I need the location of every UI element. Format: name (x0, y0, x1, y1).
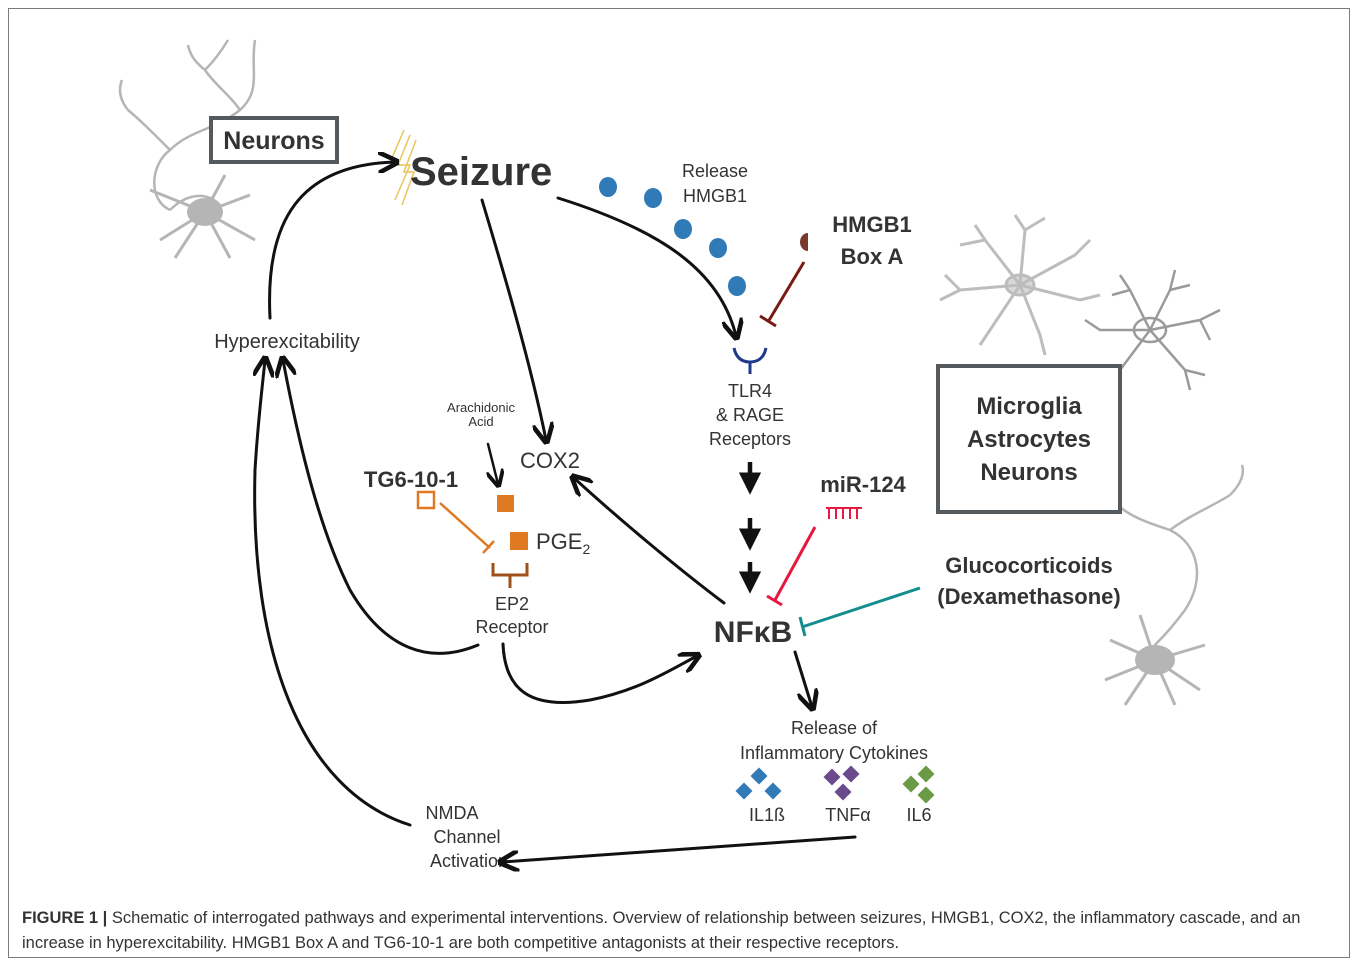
tnfa-diamonds-icon (823, 765, 860, 801)
cox2-label: COX2 (520, 448, 580, 473)
arrow-nmda-to-hyperexcitability (255, 360, 412, 827)
figure-caption: FIGURE 1 | Schematic of interrogated pat… (22, 906, 1322, 956)
neurons-box (209, 116, 339, 164)
tnfa-label: TNFα (825, 805, 870, 825)
pathway-diagram: Neurons Microglia Astrocytes Neurons Sei… (118, 39, 1245, 900)
arrow-seizure-to-tlr4 (556, 196, 736, 336)
release-hmgb1-label-line1: Release (682, 161, 748, 181)
glucocorticoids-label-line1: Glucocorticoids (945, 553, 1112, 578)
mir-124-comb-icon (826, 507, 862, 519)
hmgb1-molecules (599, 177, 746, 296)
hmgb1-dot (674, 219, 692, 239)
cell-type-astrocytes: Astrocytes (967, 426, 1091, 453)
mir-124-label: miR-124 (820, 472, 906, 497)
neuron-top-left-illustration (118, 39, 257, 212)
figure-caption-label: FIGURE 1 | (22, 909, 108, 927)
cell-type-microglia: Microglia (976, 393, 1082, 420)
arrow-hyperexcitability-to-seizure (268, 162, 395, 320)
il6-label: IL6 (906, 805, 931, 825)
arrow-ep2-to-hyperexcitability (283, 360, 480, 655)
pge2-square-icon (497, 495, 514, 512)
ep2-label-line1: EP2 (495, 594, 529, 614)
tg6-antagonist-square-icon (416, 490, 436, 510)
mir-124-inhibition-bar (766, 594, 783, 607)
cytokines-label-line2: Inflammatory Cytokines (740, 743, 928, 763)
release-hmgb1-label-line2: HMGB1 (683, 186, 747, 206)
neurons-label: Neurons (223, 127, 324, 155)
arrow-nfkb-to-cytokines (793, 650, 812, 707)
pge2-label: PGE2 (536, 529, 590, 557)
cell-type-neurons: Neurons (980, 459, 1077, 486)
neuron-soma-top-left (149, 174, 256, 259)
tlr4-label-line2: & RAGE (716, 405, 784, 425)
il6-diamonds-icon (902, 765, 935, 804)
hmgb1-dot (644, 188, 662, 208)
hmgb1-box-a-halfmoon-icon (800, 233, 808, 251)
hmgb1-box-a-inhibition-bar (759, 314, 777, 328)
arachidonic-acid-label-line2: Acid (468, 414, 493, 429)
il1b-diamonds-icon (735, 767, 782, 800)
nmda-label-line1: NMDA (426, 803, 479, 823)
figure-frame (8, 8, 1350, 958)
figure-caption-text: Schematic of interrogated pathways and e… (22, 909, 1301, 952)
pge2-square-icon-2 (510, 532, 528, 550)
tlr4-receptor-icon (732, 347, 768, 364)
glucocorticoids-inhibition-line (801, 586, 921, 629)
tg6-inhibition-line (439, 502, 491, 549)
nmda-label-line3: Activation (430, 851, 508, 871)
neuron-soma-right (1104, 614, 1206, 706)
tg6-10-1-label: TG6-10-1 (364, 467, 458, 492)
glucocorticoids-inhibition-bar (798, 616, 807, 637)
arrow-ep2-to-nfkb (501, 642, 697, 705)
hyperexcitability-label: Hyperexcitability (214, 331, 360, 353)
mir-124-inhibition-line (773, 526, 817, 601)
hmgb1-box-a-label-line2: Box A (841, 244, 904, 269)
glucocorticoids-label-line2: (Dexamethasone) (937, 584, 1120, 609)
il1b-label: IL1ß (749, 805, 785, 825)
hmgb1-dot (728, 276, 746, 296)
astrocyte-illustration (939, 214, 1101, 356)
arachidonic-acid-label-line1: Arachidonic (447, 400, 515, 415)
tg6-inhibition-bar (482, 540, 495, 554)
seizure-label: Seizure (410, 150, 552, 194)
nfkb-label: NFκB (714, 616, 792, 649)
arrow-arachidonic-to-pge2 (488, 442, 498, 484)
hmgb1-dot (709, 238, 727, 258)
cytokines-label-line1: Release of (791, 718, 878, 738)
ep2-receptor-icon (491, 563, 529, 577)
cell-types-box (936, 364, 1122, 514)
tlr4-label-line1: TLR4 (728, 381, 772, 401)
tlr4-label-line3: Receptors (709, 429, 791, 449)
neuron-right-illustration (1098, 464, 1245, 651)
arrow-seizure-to-cox2 (480, 198, 546, 440)
hmgb1-box-a-inhibition-line (766, 261, 806, 323)
arrow-cytokines-to-nmda (502, 835, 857, 862)
ep2-label-line2: Receptor (475, 617, 548, 637)
arrow-nfkb-to-cox2 (574, 478, 726, 605)
nmda-label-line2: Channel (433, 827, 500, 847)
hmgb1-dot (599, 177, 617, 197)
hmgb1-box-a-label-line1: HMGB1 (832, 212, 911, 237)
